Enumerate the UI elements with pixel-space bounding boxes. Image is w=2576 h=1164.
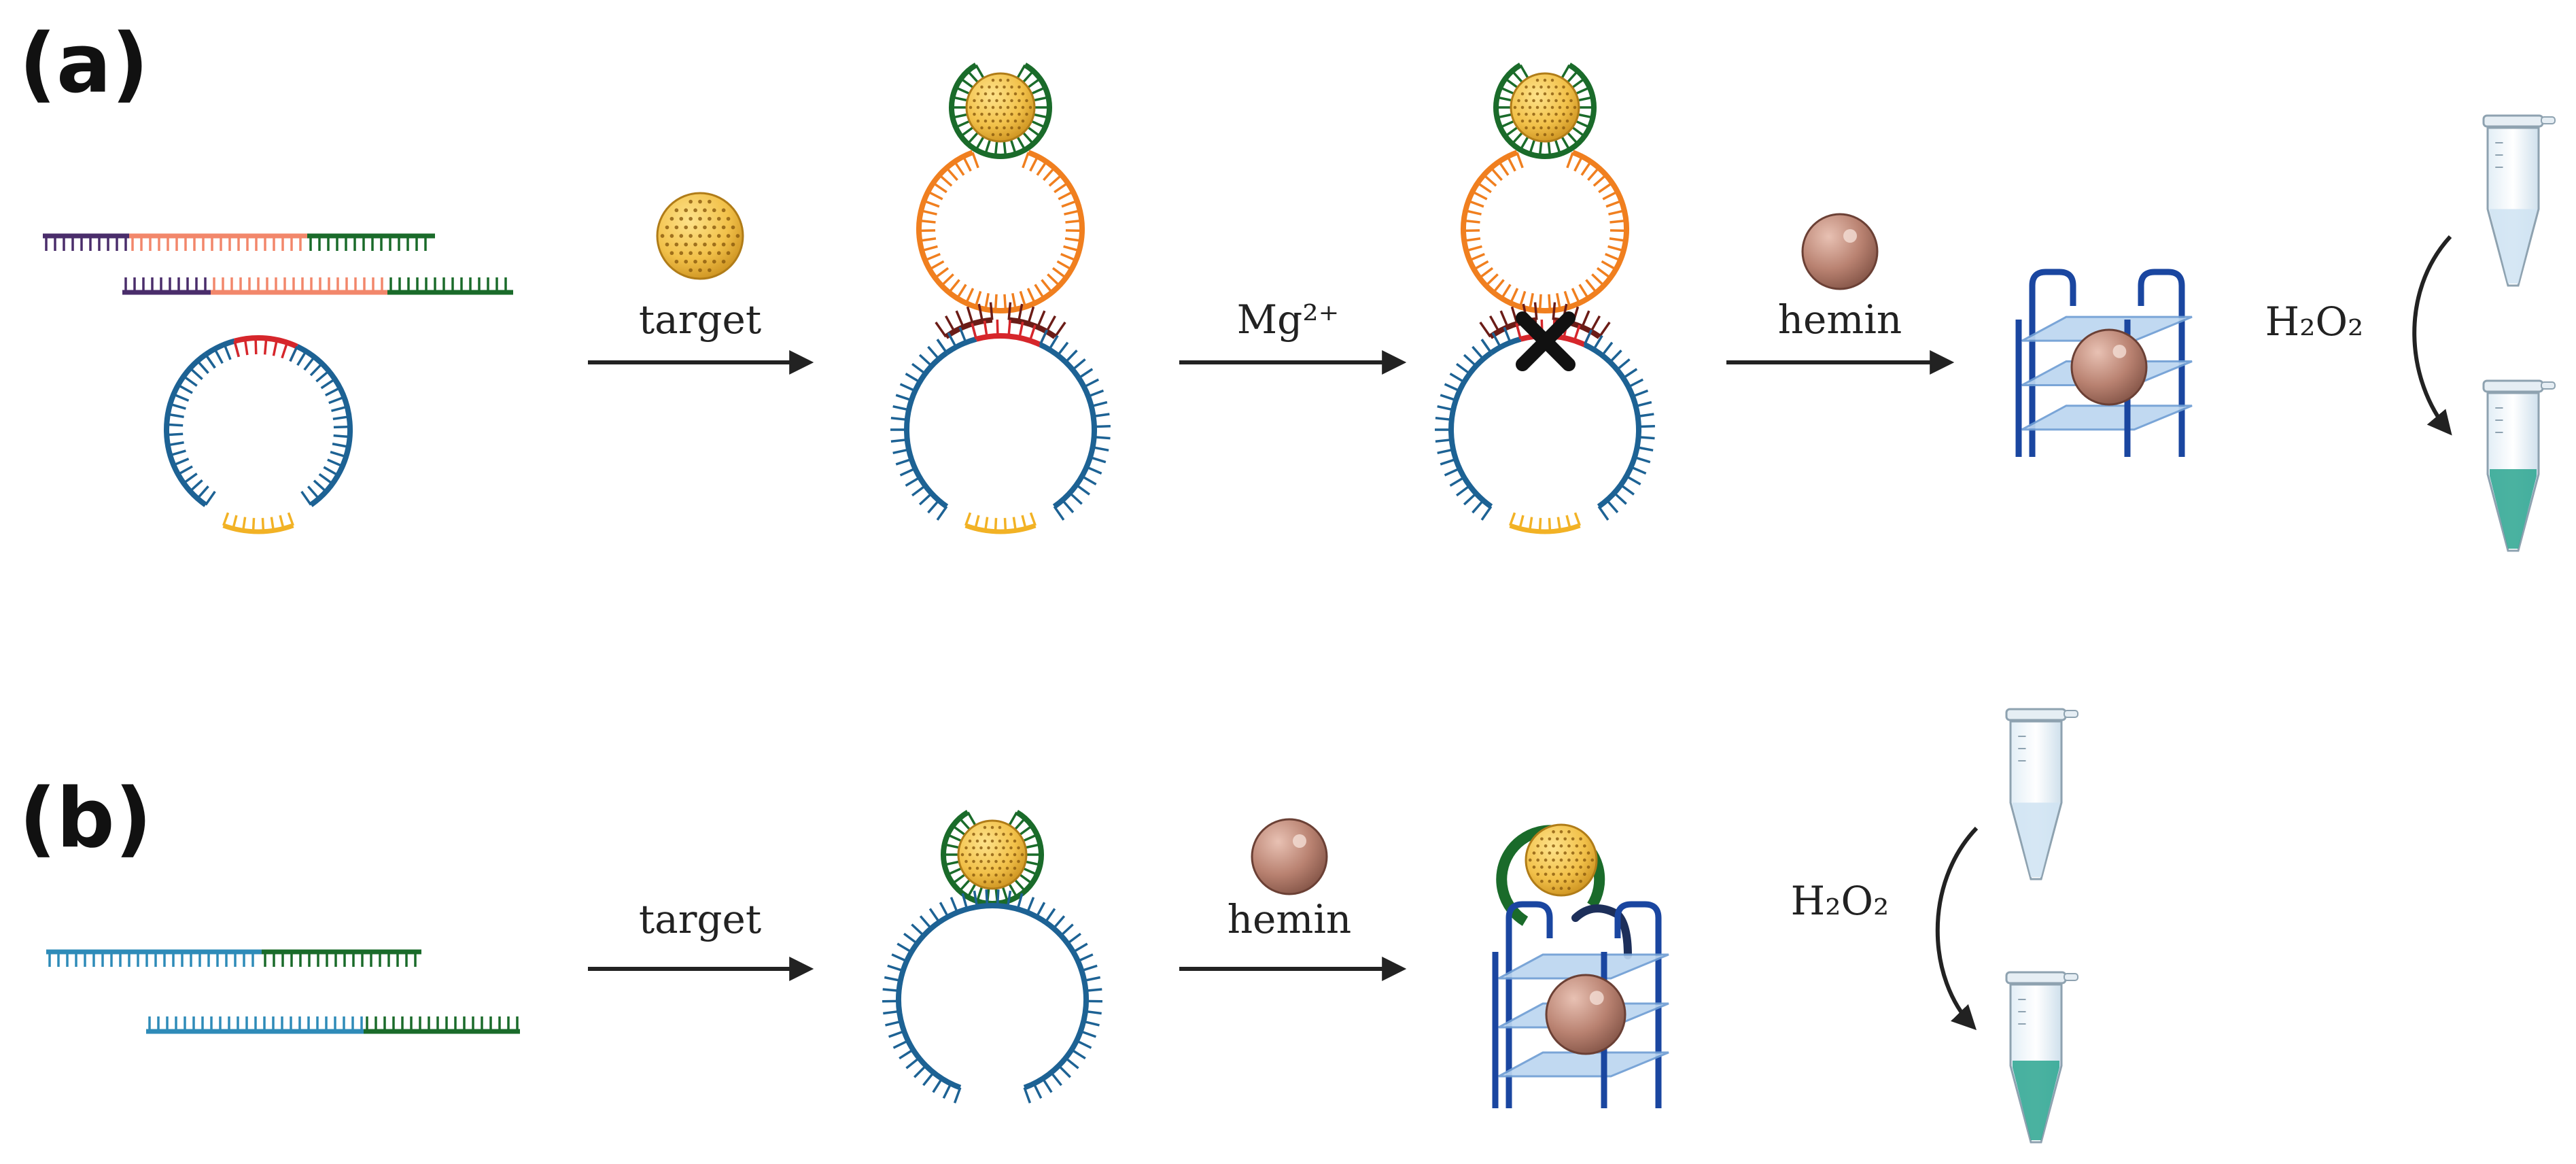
- target-particle-icon: [656, 192, 744, 280]
- hemin-icon: [1801, 213, 1879, 290]
- hemin-icon-b: [1251, 818, 1328, 895]
- arrow-h2o2-curve-b: [1935, 826, 1979, 1031]
- cleavage-x-icon: [1516, 311, 1576, 371]
- step-label-h2o2: H₂O₂: [2265, 298, 2364, 345]
- step-label-target: target: [639, 296, 761, 343]
- hairpin-circle-initial: [164, 335, 353, 534]
- probe-duplex-strands: [43, 233, 513, 295]
- arrow-h2o2-curve: [2412, 235, 2452, 436]
- panel-label-a: (a): [19, 17, 149, 112]
- assembled-complex-b: [882, 810, 1103, 1103]
- step-label-h2o2-b: H₂O₂: [1791, 878, 1890, 924]
- tube-signal: [2482, 379, 2556, 552]
- step-label-mg: Mg²⁺: [1237, 296, 1339, 343]
- step-label-target-b: target: [639, 896, 761, 942]
- g-quadruplex-hemin: [2015, 269, 2193, 457]
- tube-blank: [2482, 114, 2556, 287]
- probe-duplex-strands-b: [46, 949, 520, 1034]
- step-label-hemin-b: hemin: [1228, 896, 1352, 942]
- tube-signal-b: [2005, 971, 2078, 1144]
- panel-label-b: (b): [19, 772, 152, 866]
- tube-blank-b: [2005, 708, 2078, 880]
- cleaved-complex: [1435, 63, 1655, 534]
- g-quadruplex-hemin-b: [1492, 823, 1669, 1108]
- step-label-hemin: hemin: [1778, 296, 1902, 343]
- assembled-complex: [890, 63, 1111, 534]
